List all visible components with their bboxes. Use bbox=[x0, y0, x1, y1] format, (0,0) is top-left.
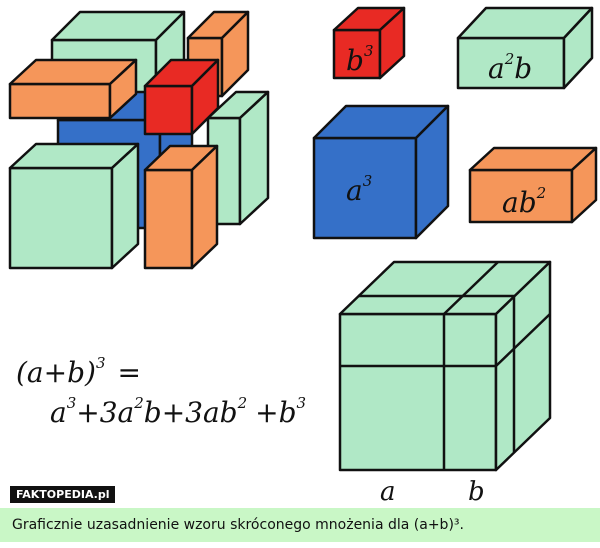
formula-lhs-exp: 3 bbox=[96, 354, 106, 372]
label-a3-base: a bbox=[346, 174, 363, 207]
image-caption: Graficznie uzasadnienie wzoru skróconego… bbox=[0, 508, 600, 542]
formula-line-1: (a+b)3 = bbox=[16, 354, 141, 389]
formula-t2: +3a bbox=[76, 396, 134, 429]
piece-ab2-back bbox=[186, 10, 250, 98]
formula-line-2: a3+3a2b+3ab2+b3 bbox=[50, 394, 306, 429]
svg-text:a3: a3 bbox=[346, 172, 372, 207]
svg-text:ab2: ab2 bbox=[502, 184, 546, 219]
formula-t3: b+3ab bbox=[144, 396, 238, 429]
exploded-cube bbox=[8, 10, 270, 270]
label-a2b-b: b bbox=[514, 52, 532, 85]
label-a2b-a: a bbox=[488, 52, 505, 85]
svg-text:a2b: a2b bbox=[488, 50, 532, 85]
formula-t1-exp: 3 bbox=[67, 394, 77, 412]
formula-eq: = bbox=[117, 356, 140, 389]
side-label-a: a bbox=[380, 477, 396, 507]
label-b3-base: b bbox=[346, 44, 364, 77]
piece-ab2-front bbox=[143, 144, 219, 270]
label-ab2-exp: 2 bbox=[536, 184, 547, 202]
formula-t1: a bbox=[50, 396, 67, 429]
legend-b3-cube bbox=[332, 6, 406, 80]
label-ab2-ab: ab bbox=[502, 186, 537, 219]
faktopedia-watermark: FAKTOPEDIA.pl bbox=[10, 486, 116, 503]
legend-a2b-slab bbox=[456, 6, 594, 90]
piece-ab2-left bbox=[8, 58, 138, 120]
legend-a3-cube bbox=[312, 104, 450, 240]
formula-t4-exp: 3 bbox=[297, 394, 307, 412]
piece-a2b-front bbox=[8, 142, 140, 270]
label-b3-exp: 3 bbox=[364, 42, 374, 60]
formula-t3-exp: 2 bbox=[237, 394, 248, 412]
legend-ab2-slab bbox=[468, 146, 598, 224]
formula-t2-exp: 2 bbox=[133, 394, 144, 412]
label-a3-exp: 3 bbox=[363, 172, 373, 190]
formula-t4: +b bbox=[255, 396, 296, 429]
label-a2b-exp: 2 bbox=[504, 50, 515, 68]
side-label-b: b bbox=[468, 477, 485, 507]
formula-lhs: (a+b) bbox=[16, 356, 96, 389]
assembled-cube bbox=[338, 260, 552, 472]
piece-b3-small bbox=[143, 58, 220, 136]
svg-text:b3: b3 bbox=[346, 42, 373, 77]
